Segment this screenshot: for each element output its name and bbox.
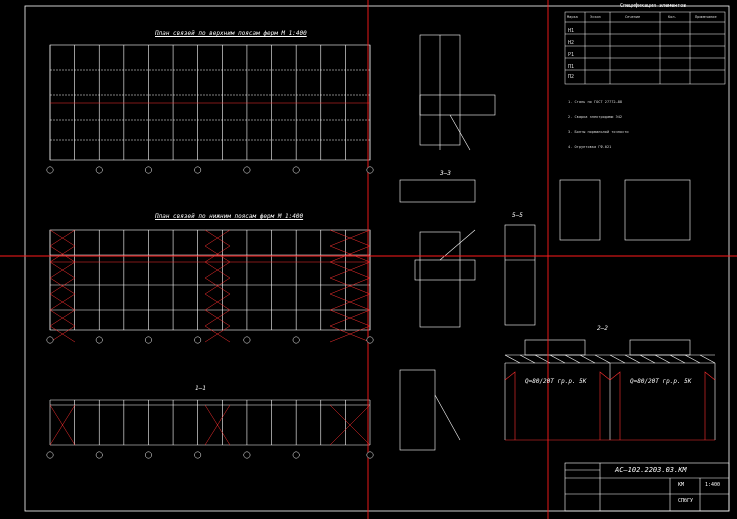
drawing-frame [24, 5, 730, 512]
crane-left-label: Q=80/20Т гр.р. 5К [525, 378, 587, 385]
spec-row-1: Н1 [568, 28, 575, 34]
spec-header-mark: Марка [567, 15, 578, 19]
section-5-5-label: 5–5 [512, 212, 523, 219]
spec-table [564, 11, 726, 85]
spec-header-qty: Кол. [668, 15, 677, 19]
note-4: 4. Огрунтовка ГФ-021 [568, 145, 612, 149]
node-details [399, 34, 691, 451]
spec-row-5: П2 [568, 74, 575, 80]
section-3-3-label: 3–3 [440, 170, 451, 177]
note-1: 1. Сталь по ГОСТ 27772–88 [568, 100, 623, 104]
stamp-scale: 1:400 [705, 482, 721, 488]
section-2-2-label: 2–2 [597, 325, 608, 332]
spec-row-4: П1 [568, 64, 575, 70]
stamp-org: СПбГУ [678, 498, 694, 504]
section-1-1-label: 1–1 [195, 385, 206, 392]
spec-header-sketch: Эскиз [590, 15, 601, 19]
spec-row-3: Р1 [568, 52, 575, 58]
spec-row-2: Н2 [568, 40, 575, 46]
spec-title: Спецификация элементов [620, 3, 687, 9]
section-2-2 [504, 339, 716, 441]
crane-right-label: Q=80/20Т гр.р. 5К [630, 378, 692, 385]
plan-bottom-title: План связей по нижним поясам ферм М 1:40… [155, 213, 304, 220]
section-1-1 [49, 399, 371, 446]
stamp-code: АС–102.2203.03.КМ [615, 466, 687, 474]
title-block [564, 462, 730, 512]
plan-top-title: План связей по верхним поясам ферм М 1:4… [155, 30, 307, 37]
note-2: 2. Сварка электродами Э42 [568, 115, 623, 119]
plan-top [49, 44, 371, 161]
plan-bottom [49, 229, 371, 343]
stamp-sheet: КМ [678, 482, 685, 488]
spec-header-section: Сечение [625, 15, 641, 19]
note-3: 3. Болты нормальной точности [568, 130, 629, 134]
spec-header-note: Примечание [695, 15, 717, 19]
